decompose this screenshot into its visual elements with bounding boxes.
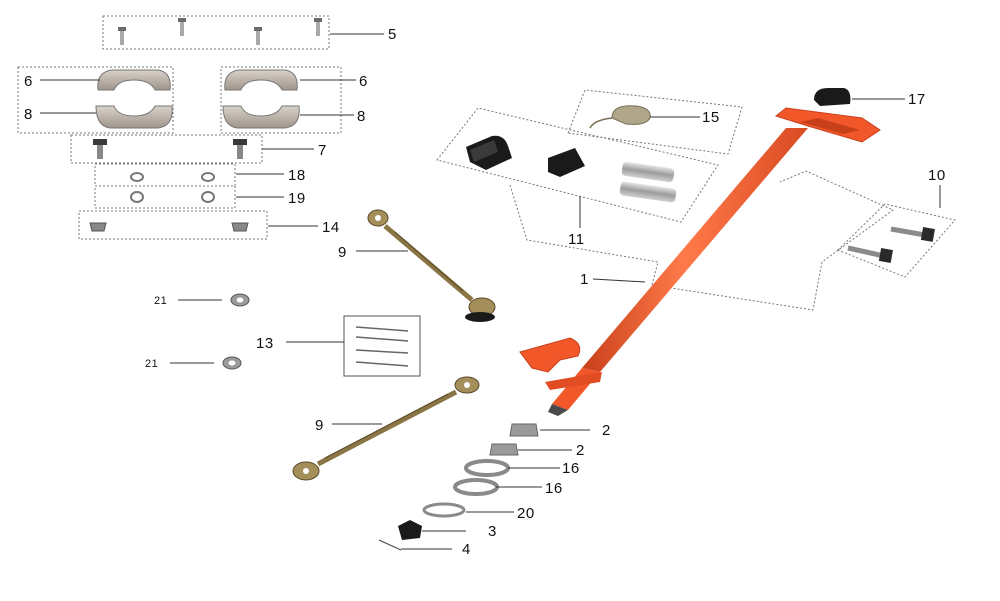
- callout-4: 4: [462, 541, 471, 558]
- group-box-13: [343, 315, 421, 377]
- callout-20: 20: [517, 505, 535, 522]
- callout-7: 7: [318, 142, 327, 159]
- group-box-11: [436, 107, 719, 223]
- group-box-19: [94, 185, 236, 209]
- callout-5: 5: [388, 26, 397, 43]
- callout-1: 1: [580, 271, 589, 288]
- washers-part-19: [130, 191, 215, 203]
- bushings-part-11: [466, 135, 677, 203]
- callout-3: 3: [488, 523, 497, 540]
- callout-9-upper: 9: [338, 244, 347, 261]
- bolts-part-7: [93, 139, 247, 159]
- group-box-14: [78, 210, 268, 240]
- group-box-15: [567, 89, 743, 155]
- callout-2-upper: 2: [602, 422, 611, 439]
- washer-part-20: [422, 502, 466, 518]
- nut-part-3: [398, 520, 422, 540]
- cap-part-17: [814, 88, 851, 106]
- bracket-lower-right: [222, 105, 300, 129]
- callout-10: 10: [928, 167, 946, 184]
- bracket-upper-left: [97, 69, 171, 91]
- clip-part-15: [589, 105, 651, 129]
- nut-part-21-lower: [222, 356, 242, 370]
- callout-18: 18: [288, 167, 306, 184]
- callout-6-left: 6: [24, 73, 33, 90]
- collars-part-2: [489, 423, 539, 456]
- group-box-10: [837, 203, 956, 278]
- callout-11: 11: [568, 231, 585, 248]
- steering-column-part-1: [519, 107, 881, 416]
- callout-13: 13: [256, 335, 274, 352]
- washers-part-16: [453, 459, 510, 496]
- cotter-pins-part-13: [355, 326, 409, 367]
- pin-part-4: [378, 539, 402, 551]
- callout-19: 19: [288, 190, 306, 207]
- callout-6-right: 6: [359, 73, 368, 90]
- callout-16-lower: 16: [545, 480, 563, 497]
- bolts-part-5: [118, 18, 322, 45]
- callout-21-upper: 21: [154, 295, 167, 307]
- bracket-lower-left: [95, 105, 173, 129]
- callout-17: 17: [908, 91, 926, 108]
- group-box-5: [102, 15, 330, 50]
- nuts-part-14: [89, 222, 249, 232]
- callout-21-lower: 21: [145, 358, 158, 370]
- nut-part-21-upper: [230, 293, 250, 307]
- frame-outline: [509, 170, 894, 311]
- bolts-part-10: [847, 226, 935, 263]
- callout-9-lower: 9: [315, 417, 324, 434]
- callout-14: 14: [322, 219, 340, 236]
- callout-16-upper: 16: [562, 460, 580, 477]
- bracket-upper-right: [224, 69, 298, 91]
- callout-8-left: 8: [24, 106, 33, 123]
- callout-15: 15: [702, 109, 720, 126]
- tie-rod-lower: [292, 376, 480, 481]
- group-box-6-8-right: [220, 66, 342, 134]
- leader-lines: [40, 33, 941, 550]
- callout-8-right: 8: [357, 108, 366, 125]
- tie-rod-upper: [367, 209, 496, 322]
- group-box-6-8-left: [17, 66, 174, 134]
- spring-washers-part-18: [130, 172, 215, 182]
- callout-2-lower: 2: [576, 442, 585, 459]
